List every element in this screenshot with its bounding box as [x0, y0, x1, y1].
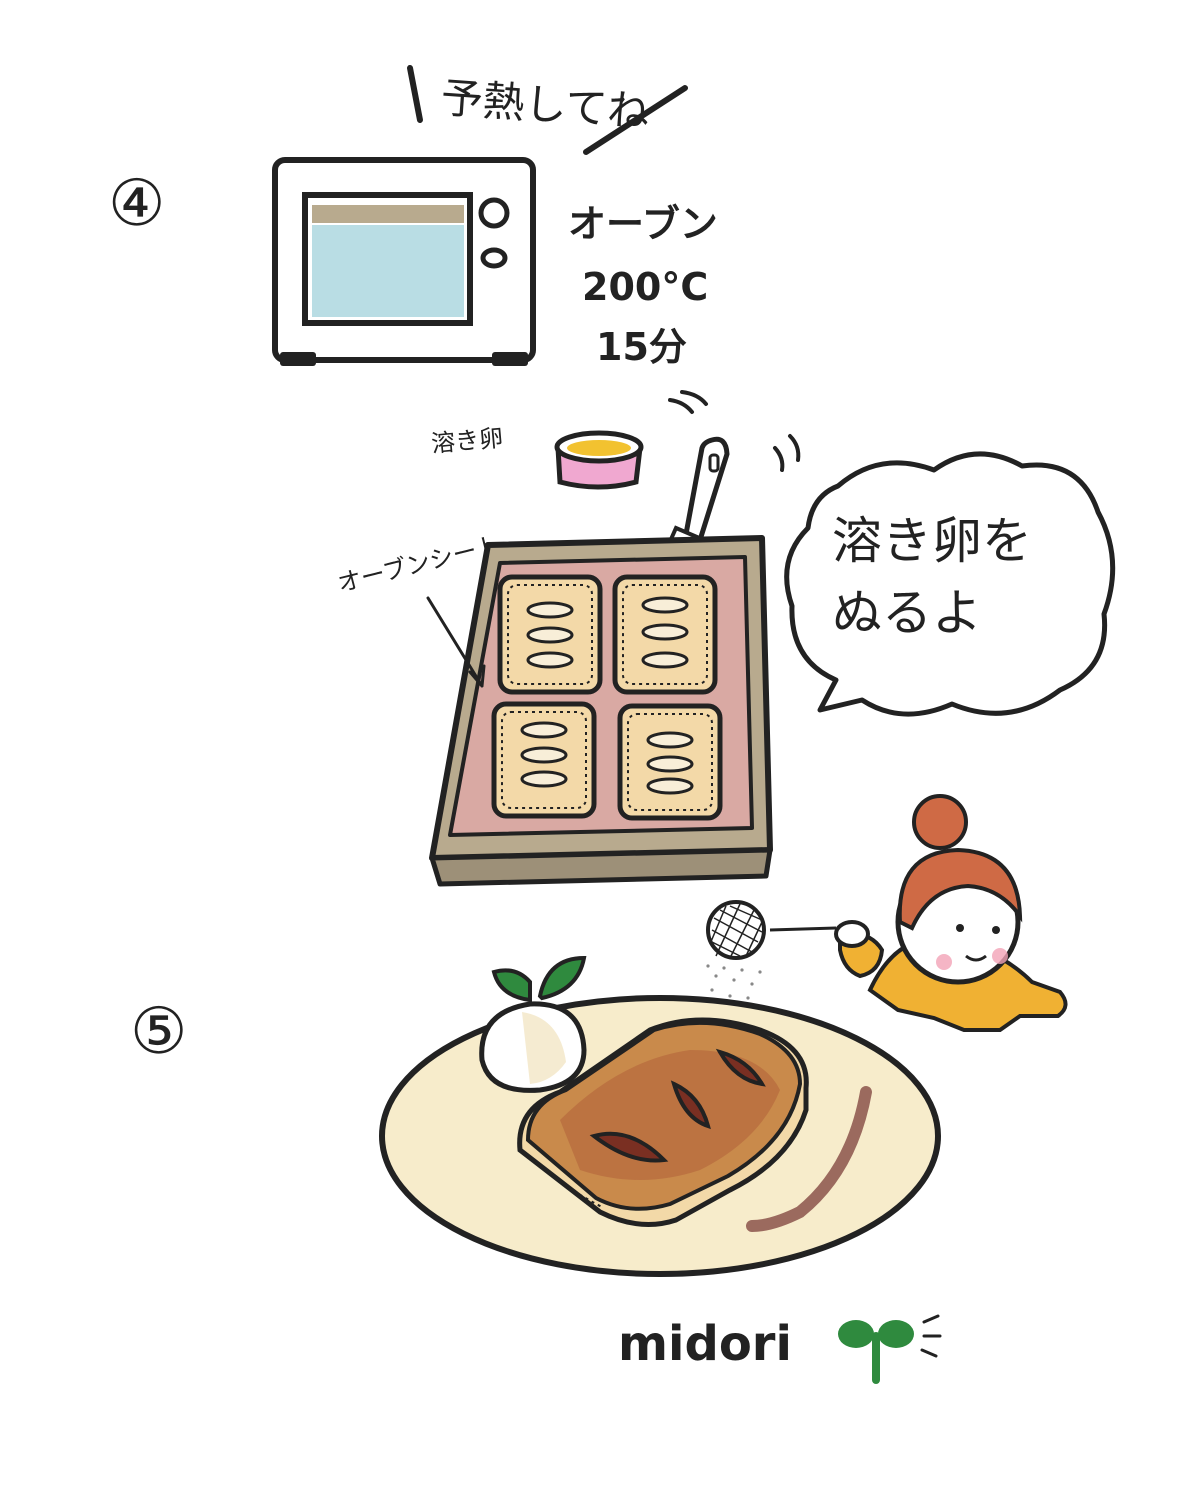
egg-bowl-icon — [554, 430, 644, 490]
pastry-4 — [617, 703, 723, 821]
motion-lines — [668, 390, 801, 472]
oven-label: オーブン — [568, 202, 718, 246]
sauce-drizzle — [746, 1086, 872, 1232]
sprout-icon — [838, 1314, 942, 1384]
sheet-arrow — [426, 596, 486, 688]
girl-character — [706, 794, 1068, 1032]
speech-bubble: 溶き卵を ぬるよ — [784, 451, 1116, 717]
preheat-note: 予熱してね — [407, 65, 688, 155]
pastry-2 — [612, 574, 718, 695]
baked-pastry — [517, 1017, 809, 1227]
oven-time: 15分 — [596, 325, 687, 369]
oven-icon — [272, 157, 536, 366]
speech-line-1: 溶き卵を — [832, 512, 1032, 570]
pastry-grid — [491, 574, 723, 821]
sugar-dust — [706, 964, 762, 1000]
signature-label: midori — [618, 1316, 792, 1372]
pastry-3 — [491, 701, 597, 819]
speech-line-2: ぬるよ — [832, 584, 982, 642]
oven-temperature: 200°C — [582, 265, 708, 309]
step-5-marker: ⑤ — [130, 995, 187, 1069]
step-4-marker: ④ — [108, 167, 165, 241]
ice-cream-icon — [479, 955, 587, 1093]
egg-label: 溶き卵 — [430, 424, 504, 458]
pastry-1 — [497, 574, 603, 695]
